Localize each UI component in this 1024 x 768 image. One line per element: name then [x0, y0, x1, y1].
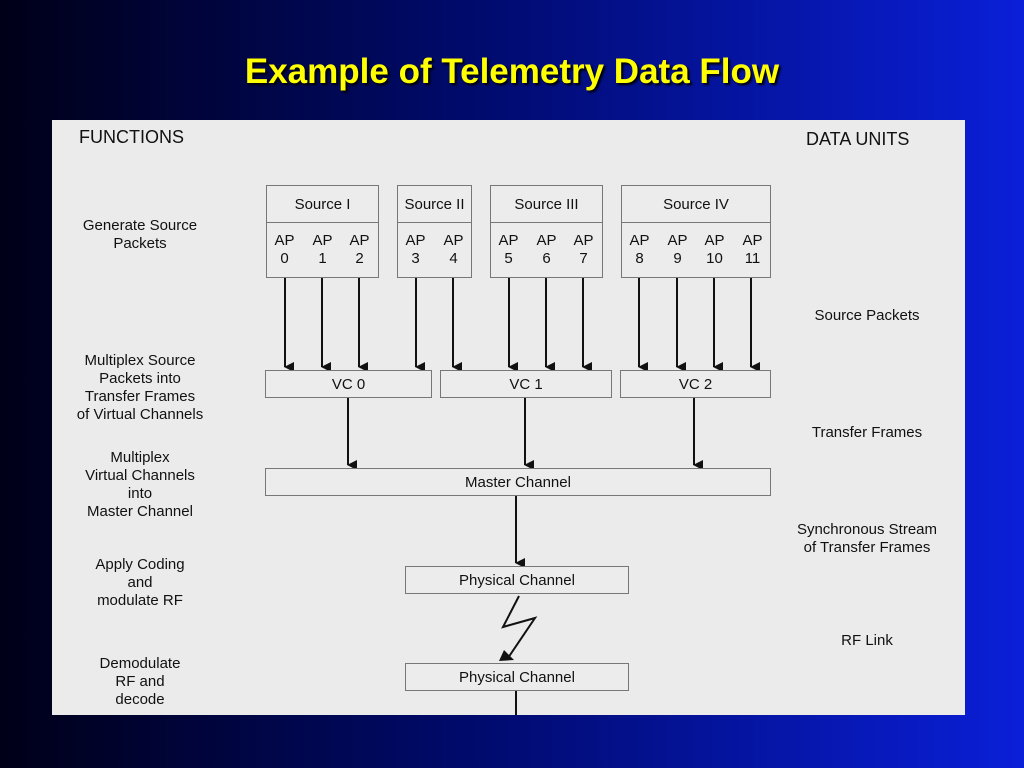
vc-to-master-arrows: [347, 398, 703, 470]
function-label: Demodulate RF and decode: [99, 655, 181, 708]
rf-link-bolt: [501, 595, 538, 659]
physical-channel-rx-box: Physical Channel: [405, 663, 629, 691]
data-units-header: DATA UNITS: [806, 129, 910, 149]
function-label: Apply Coding and modulate RF: [95, 556, 185, 609]
function-label: Multiplex Source Packets into Transfer F…: [76, 352, 204, 423]
vc-box: VC 0: [265, 370, 432, 398]
flow-arrows: [284, 278, 760, 715]
ap-label: AP 10: [704, 232, 725, 267]
diagram-panel: FUNCTIONS DATA UNITS Generate Source Pac…: [52, 120, 965, 715]
function-label: Generate Source Packets: [82, 217, 198, 252]
ap-label: AP 4: [443, 232, 464, 267]
ap-label: AP 11: [742, 232, 763, 267]
ap-to-vc-arrows: [284, 278, 760, 372]
vc-box: VC 2: [620, 370, 771, 398]
ap-label: AP 6: [536, 232, 557, 267]
ap-group: [266, 222, 379, 278]
data-unit-label: RF Link: [841, 632, 893, 649]
ap-label: AP 8: [629, 232, 650, 267]
source-box: Source I: [266, 185, 379, 223]
ap-label: AP 2: [349, 232, 370, 267]
ap-label: AP 5: [498, 232, 519, 267]
data-unit-label: Source Packets: [814, 307, 920, 324]
physical-channel-tx-box: Physical Channel: [405, 566, 629, 594]
source-box: Source III: [490, 185, 603, 223]
data-unit-label: Synchronous Stream of Transfer Frames: [796, 521, 938, 556]
function-label: Multiplex Virtual Channels into Master C…: [85, 449, 195, 520]
ap-group: [621, 222, 771, 278]
vc-box: VC 1: [440, 370, 612, 398]
master-channel-box: Master Channel: [265, 468, 771, 496]
source-box: Source IV: [621, 185, 771, 223]
data-unit-label: Transfer Frames: [811, 424, 923, 441]
ap-label: AP 9: [667, 232, 688, 267]
functions-header: FUNCTIONS: [79, 127, 184, 147]
ap-label: AP 0: [274, 232, 295, 267]
ap-group: [490, 222, 603, 278]
ap-label: AP 7: [573, 232, 594, 267]
ap-label: AP 1: [312, 232, 333, 267]
ap-group: [397, 222, 472, 278]
ap-label: AP 3: [405, 232, 426, 267]
slide-title: Example of Telemetry Data Flow: [244, 52, 780, 91]
source-box: Source II: [397, 185, 472, 223]
